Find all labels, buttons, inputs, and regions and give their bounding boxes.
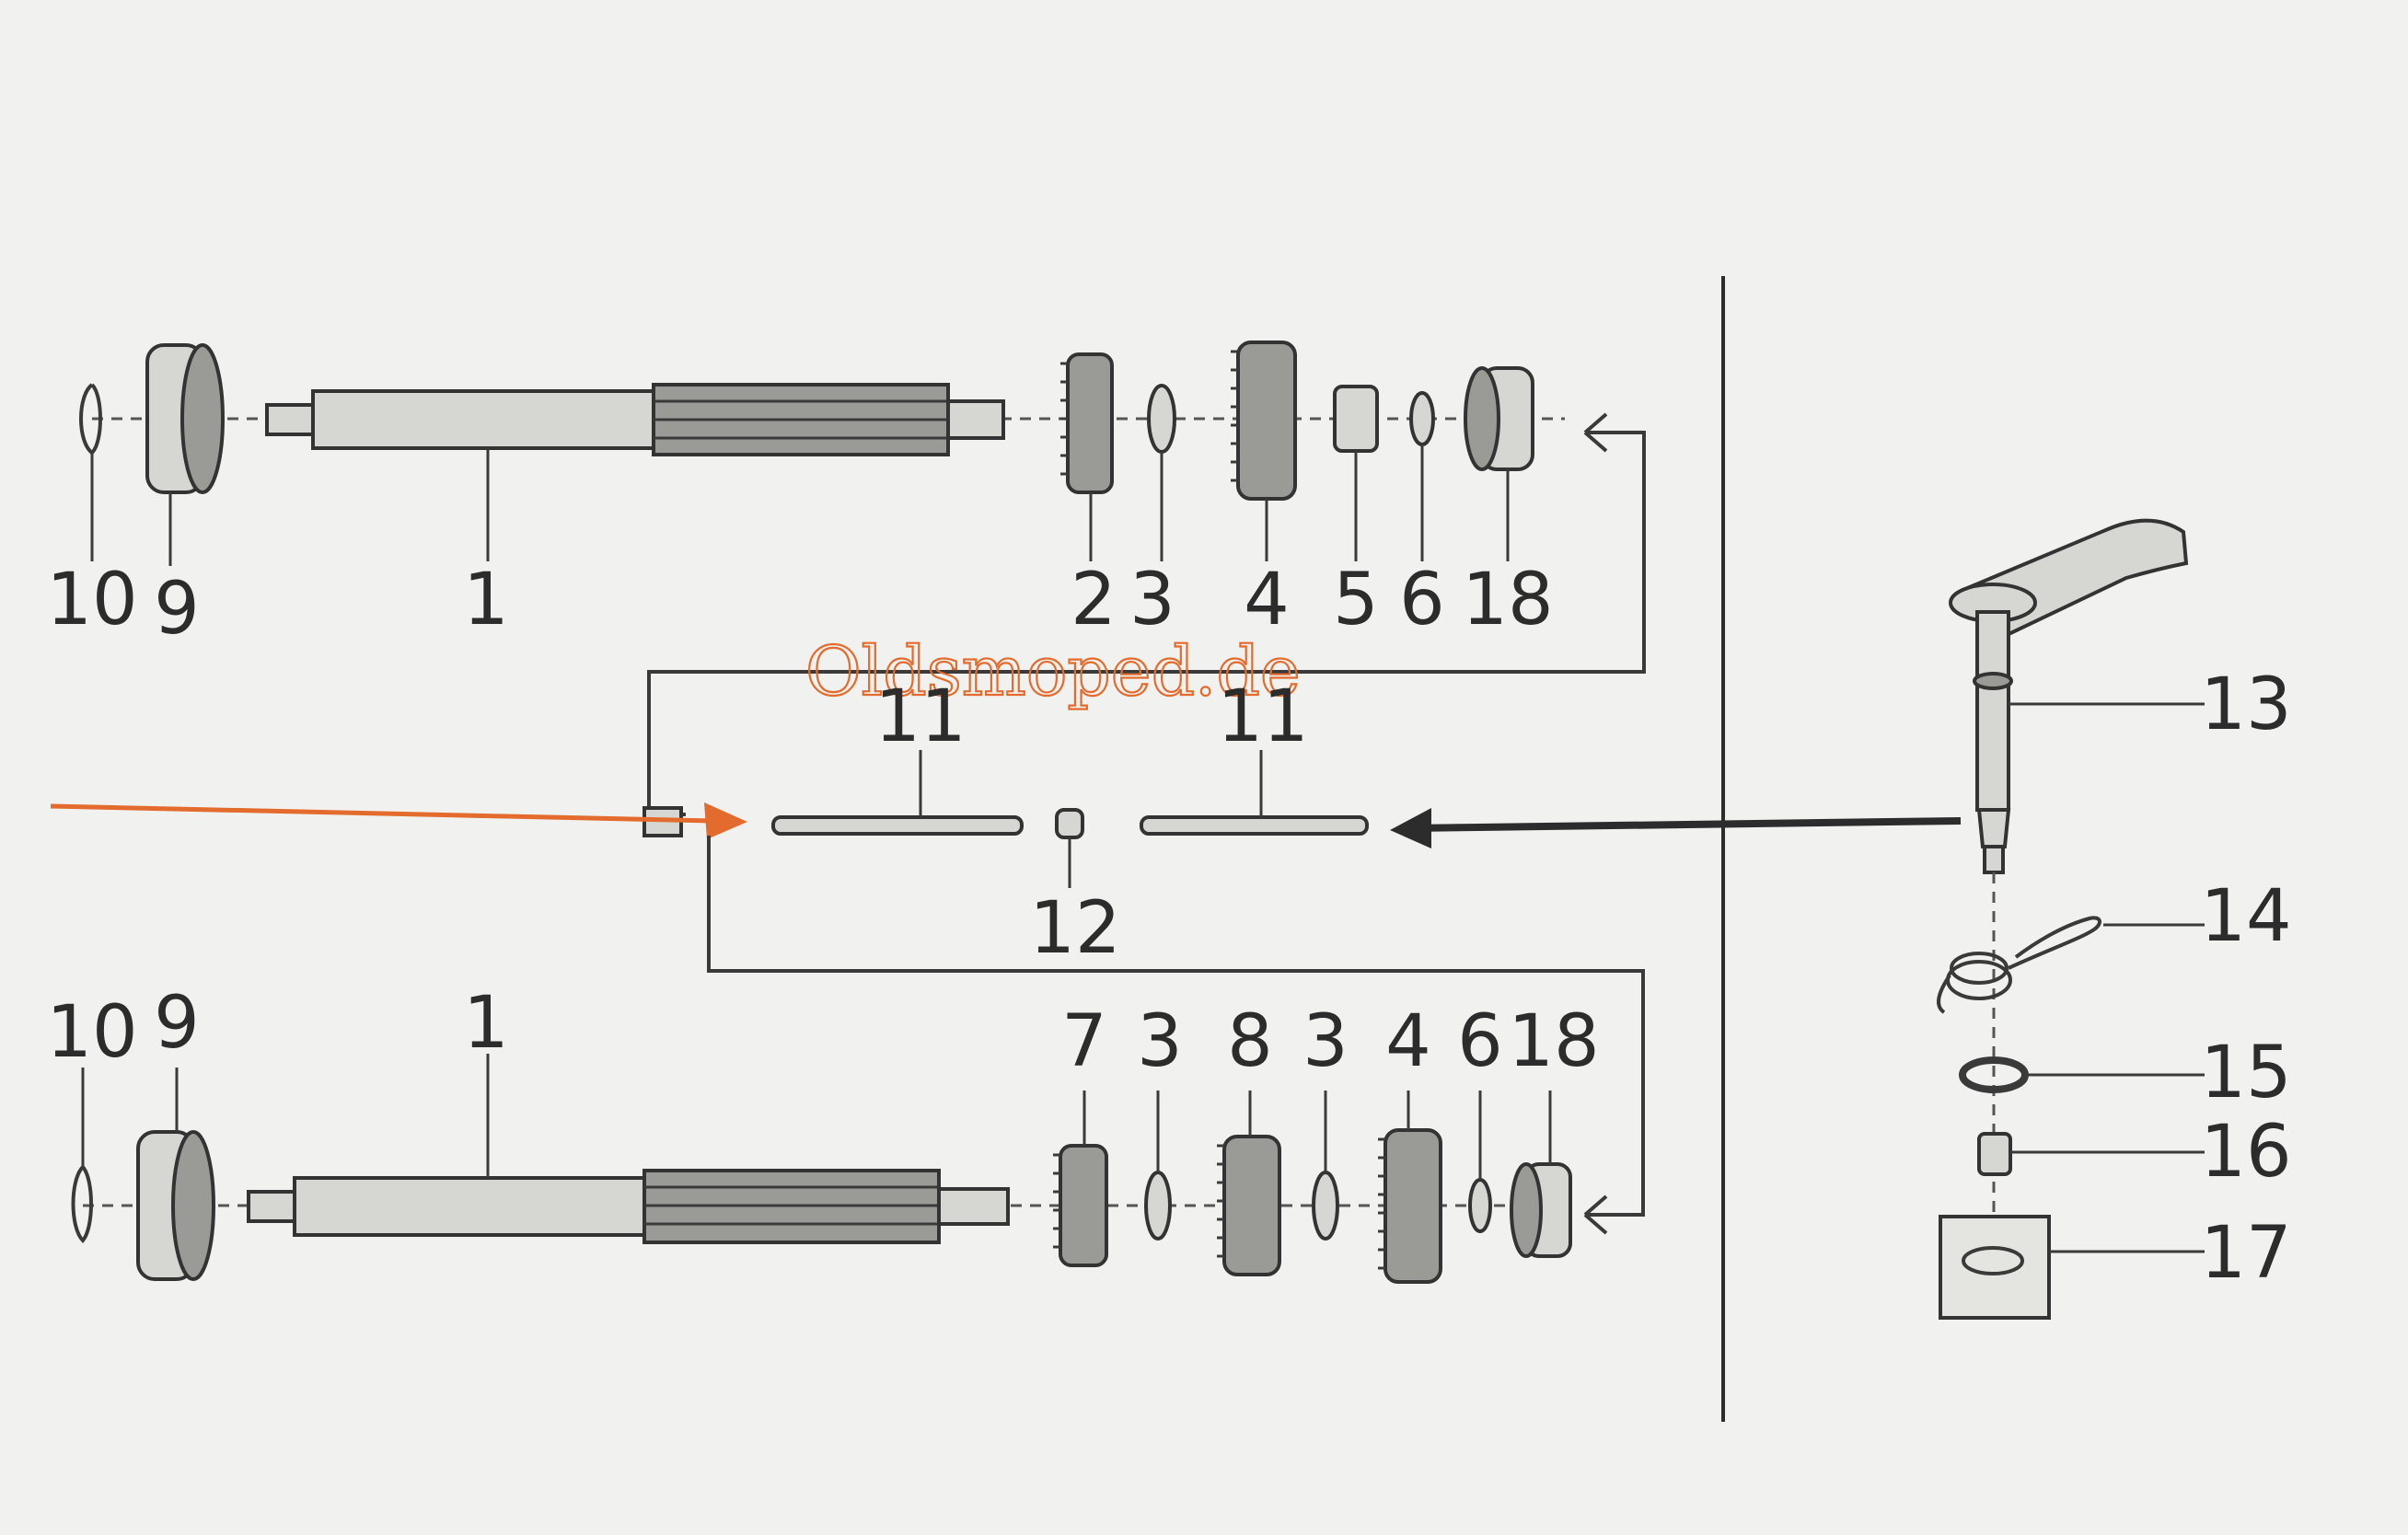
selector-gasket-17 bbox=[1939, 1215, 2051, 1320]
label-lower-washer-6: 6 bbox=[1457, 1000, 1503, 1083]
lower-gear-4 bbox=[1378, 1128, 1442, 1284]
label-lever-13: 13 bbox=[2200, 664, 2291, 746]
label-lower-shaft: 1 bbox=[463, 982, 509, 1065]
lower-gear-7 bbox=[1053, 1144, 1108, 1267]
upper-shaft-assembly bbox=[79, 340, 1565, 566]
shift-ball bbox=[1055, 808, 1084, 839]
selector-bush-16 bbox=[1977, 1132, 2012, 1176]
orange-pointer-arrow bbox=[50, 802, 747, 839]
label-spring-14: 14 bbox=[2200, 875, 2291, 958]
lower-bearing-18 bbox=[1510, 1162, 1572, 1258]
lower-circlip bbox=[71, 1165, 93, 1243]
upper-washer-6 bbox=[1409, 391, 1435, 446]
label-upper-nut-5: 5 bbox=[1333, 559, 1379, 641]
label-upper-bearing: 9 bbox=[154, 568, 200, 651]
label-upper-shaft: 1 bbox=[463, 559, 509, 641]
label-lower-washer-3a: 3 bbox=[1137, 1000, 1183, 1083]
selector-assembly bbox=[1936, 518, 2205, 1320]
lower-main-shaft bbox=[247, 1169, 1010, 1244]
upper-gear-2 bbox=[1060, 352, 1114, 494]
label-upper-washer-6: 6 bbox=[1399, 559, 1445, 641]
selector-arrow bbox=[1390, 808, 1962, 848]
label-ring-15: 15 bbox=[2200, 1032, 2291, 1114]
label-bush-16: 16 bbox=[2200, 1111, 2291, 1194]
watermark-text: Oldsmoped.de bbox=[805, 632, 1301, 711]
label-lower-circlip: 10 bbox=[46, 991, 137, 1074]
lower-gear-8 bbox=[1217, 1135, 1281, 1276]
label-rod-right: 11 bbox=[1217, 675, 1308, 758]
shift-rods bbox=[771, 750, 1369, 888]
upper-gear-4 bbox=[1231, 340, 1297, 501]
selector-spring-14 bbox=[1936, 916, 2101, 1014]
lower-washer-3b bbox=[1312, 1171, 1339, 1241]
lower-washer-3a bbox=[1144, 1171, 1172, 1241]
label-lower-gear-8: 8 bbox=[1227, 1000, 1273, 1083]
upper-washer-3 bbox=[1147, 384, 1176, 454]
lower-shaft-assembly bbox=[71, 1054, 1572, 1284]
label-lower-bearing: 9 bbox=[154, 982, 200, 1065]
label-rod-left: 11 bbox=[874, 675, 966, 758]
label-lower-gear-4: 4 bbox=[1385, 1000, 1431, 1083]
label-lower-gear-7: 7 bbox=[1061, 1000, 1107, 1083]
label-gasket-17: 17 bbox=[2200, 1212, 2291, 1295]
label-upper-washer-3: 3 bbox=[1129, 559, 1175, 641]
shift-rod-left bbox=[771, 815, 1024, 836]
shift-rod-right bbox=[1140, 815, 1369, 836]
label-upper-bearing-18: 18 bbox=[1462, 559, 1553, 641]
selector-lever-13 bbox=[1949, 518, 2189, 1288]
upper-main-shaft bbox=[265, 383, 1005, 456]
label-lower-washer-3b: 3 bbox=[1302, 1000, 1349, 1083]
upper-nut-5 bbox=[1333, 385, 1379, 453]
label-upper-gear-2: 2 bbox=[1071, 559, 1117, 641]
label-upper-gear-4: 4 bbox=[1244, 559, 1290, 641]
lower-connector bbox=[707, 836, 1645, 1235]
lower-washer-6 bbox=[1468, 1178, 1492, 1233]
upper-bearing bbox=[145, 343, 225, 494]
label-ball: 12 bbox=[1029, 887, 1120, 970]
upper-bearing-18 bbox=[1464, 366, 1534, 471]
label-upper-circlip: 10 bbox=[46, 559, 137, 641]
lower-bearing bbox=[136, 1130, 215, 1281]
label-lower-bearing-18: 18 bbox=[1508, 1000, 1599, 1083]
